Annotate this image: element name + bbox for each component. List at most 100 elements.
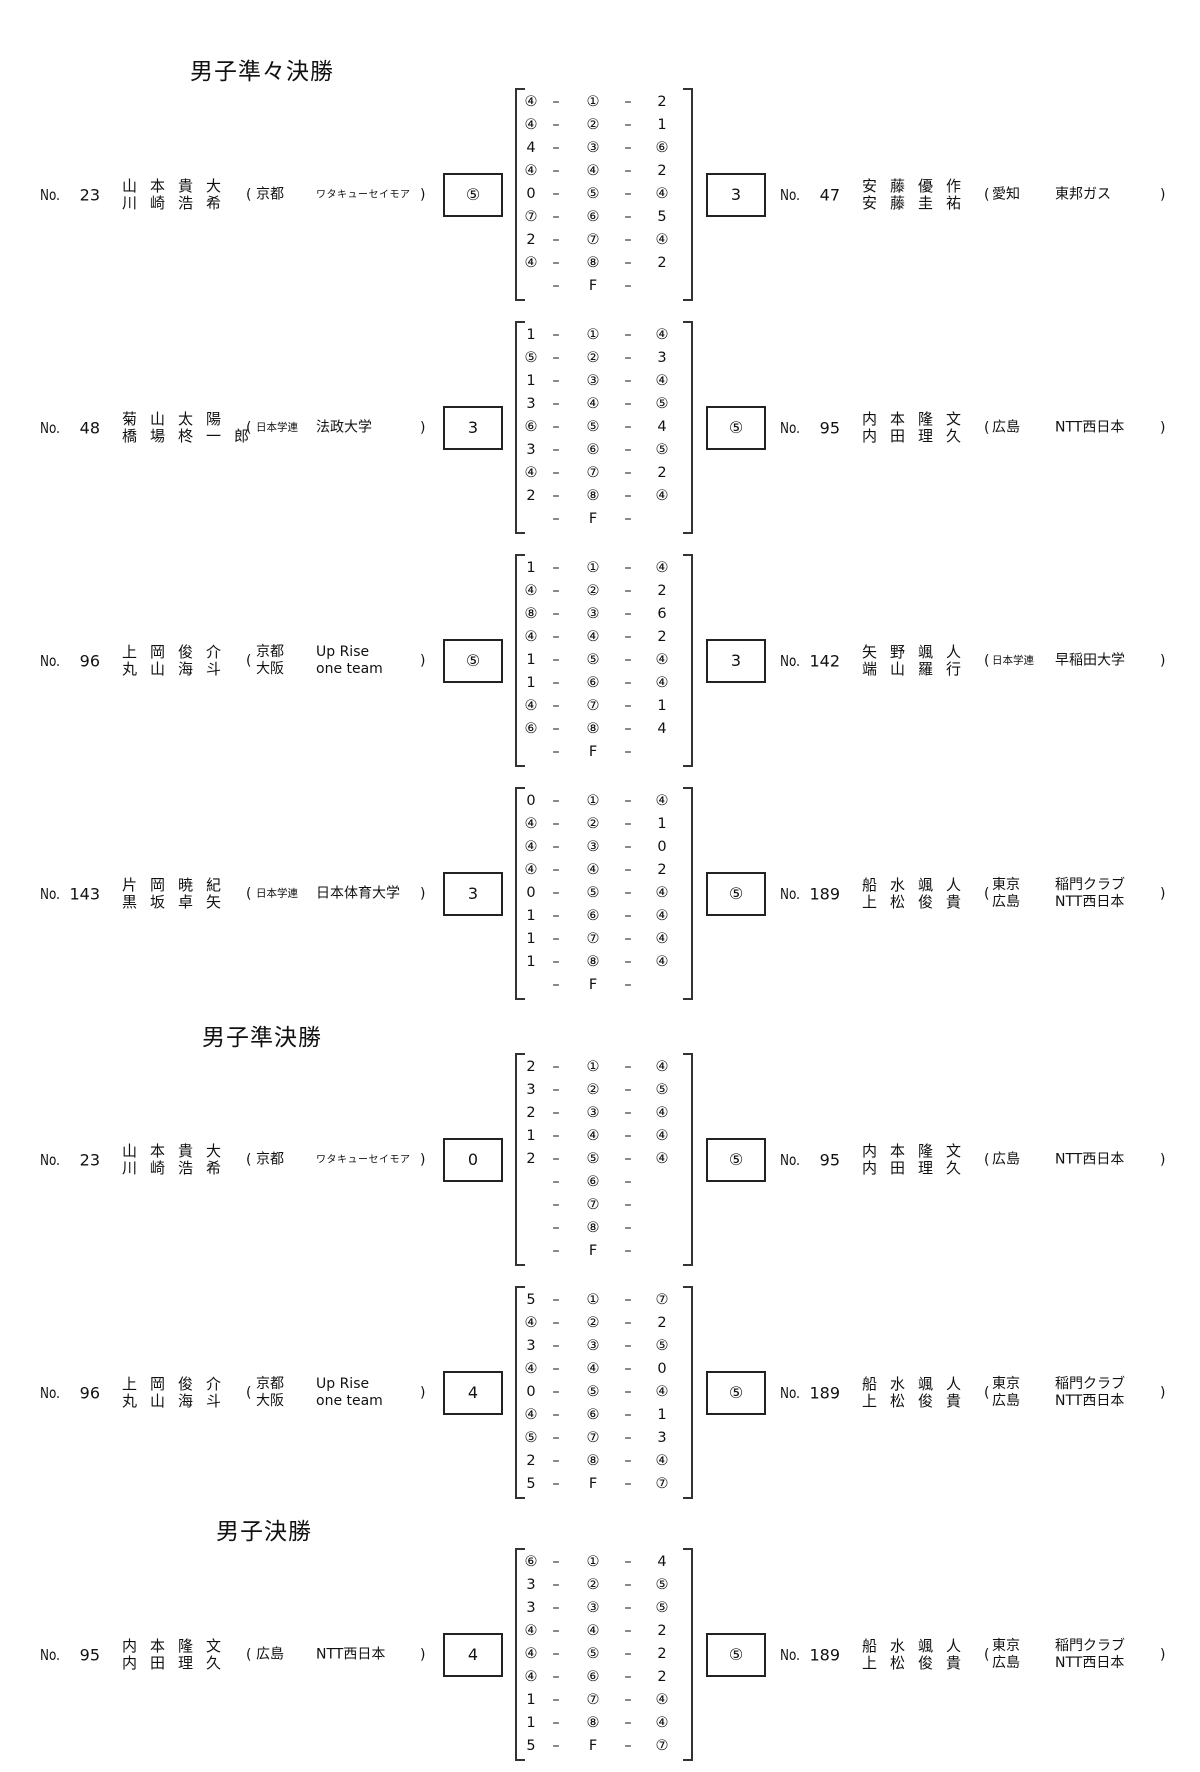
player-name: 上松俊貴 [862,892,975,911]
team-line: ワタキューセイモア [316,1154,411,1165]
game-left-score: ④ [524,583,538,599]
game-row: 3–②–⑤ [515,1574,685,1597]
game-dash: – [624,1692,632,1708]
game-left-score: 3 [526,1082,536,1098]
game-right-score: ④ [655,1151,669,1167]
game-dash: – [624,1059,632,1075]
paren-open: ( [984,1646,990,1663]
game-dash: – [552,488,560,504]
prefecture-line: 広島 [992,1392,1020,1409]
paren-open: ( [246,186,252,203]
game-row: 1–⑤–④ [515,649,685,672]
game-right-score: 3 [657,350,667,366]
game-row: –⑥– [515,1171,685,1194]
player-no: 189 [809,884,840,903]
game-right-score: ⑦ [655,1476,669,1492]
game-row: ④–④–2 [515,626,685,649]
game-left-score: 2 [526,1059,536,1075]
game-dash: – [552,1384,560,1400]
player-name: 内本隆文 [862,1141,975,1160]
game-left-score: ④ [524,94,538,110]
game-dash: – [624,1220,632,1236]
game-right-score: ④ [655,327,669,343]
prefecture: 広島 [256,1646,284,1663]
team-name: NTT西日本 [1055,1151,1124,1168]
game-dash: – [552,839,560,855]
game-number: ⑤ [586,419,600,435]
player-no: 95 [819,1150,840,1169]
game-row: ④–④–2 [515,859,685,882]
game-dash: – [552,327,560,343]
game-dash: – [552,140,560,156]
team-name: ワタキューセイモア [316,1151,411,1168]
game-number: ⑧ [586,721,600,737]
game-left-score: ④ [524,1315,538,1331]
bracket-left [515,1286,525,1499]
player-name: 内田理久 [862,426,975,445]
prefecture-line: 大阪 [256,1392,284,1409]
game-row: ⑥–①–4 [515,1551,685,1574]
game-right-score: 4 [657,419,667,435]
game-right-score: 1 [657,698,667,714]
game-number: ⑦ [586,931,600,947]
game-dash: – [552,793,560,809]
game-right-score: ④ [655,1128,669,1144]
game-dash: – [552,606,560,622]
paren-close: ) [1160,1384,1166,1401]
prefecture-line: 広島 [992,1654,1020,1671]
game-dash: – [552,232,560,248]
paren-open: ( [246,1646,252,1663]
paren-open: ( [246,652,252,669]
player-name: 丸山海斗 [122,1391,235,1410]
game-dash: – [552,94,560,110]
paren-close: ) [420,1646,426,1663]
player-names: 船水颯人上松俊貴 [862,1375,975,1410]
game-dash: – [624,465,632,481]
game-right-score: ⑤ [655,1082,669,1098]
team-name: 日本体育大学 [316,885,400,902]
game-row: –⑧– [515,1217,685,1240]
game-dash: – [552,1430,560,1446]
game-dash: – [552,163,560,179]
game-number: ① [586,1554,600,1570]
player-no-label: No. [40,1150,60,1169]
game-dash: – [552,816,560,832]
game-dash: – [624,1476,632,1492]
game-row: 0–⑤–④ [515,1381,685,1404]
game-dash: – [624,652,632,668]
left-score-box: 3 [443,871,503,916]
game-number: ⑦ [586,1430,600,1446]
player-names: 片岡暁紀黒坂卓矢 [122,876,234,911]
player-name: 安藤圭祐 [862,193,975,212]
left-score-box: 4 [443,1370,503,1415]
left-score-box: ⑤ [443,172,503,217]
game-dash: – [624,793,632,809]
game-row: 3–③–⑤ [515,1335,685,1358]
bracket-left [515,1053,525,1266]
game-row: 3–②–⑤ [515,1079,685,1102]
player-name: 上松俊貴 [862,1391,975,1410]
bracket-left [515,88,525,301]
paren-close: ) [420,885,426,902]
player-name: 丸山海斗 [122,659,235,678]
game-dash: – [624,373,632,389]
game-number: ⑧ [586,1220,600,1236]
game-dash: – [552,675,560,691]
game-left-score: ④ [524,1669,538,1685]
game-dash: – [624,862,632,878]
game-left-score: 3 [526,1338,536,1354]
game-number: ⑥ [586,1407,600,1423]
game-left-score: ④ [524,163,538,179]
game-left-score: ④ [524,1623,538,1639]
bracket-right [683,1053,693,1266]
game-right-score: ④ [655,1384,669,1400]
player-names: 内本隆文内田理久 [862,410,975,445]
bracket-right [683,1548,693,1761]
game-dash: – [552,652,560,668]
game-row: ⑤–②–3 [515,347,685,370]
game-row: 5–F–⑦ [515,1473,685,1496]
game-number: ③ [586,1600,600,1616]
team-line: NTT西日本 [316,1646,386,1662]
player-no: 23 [79,185,100,204]
